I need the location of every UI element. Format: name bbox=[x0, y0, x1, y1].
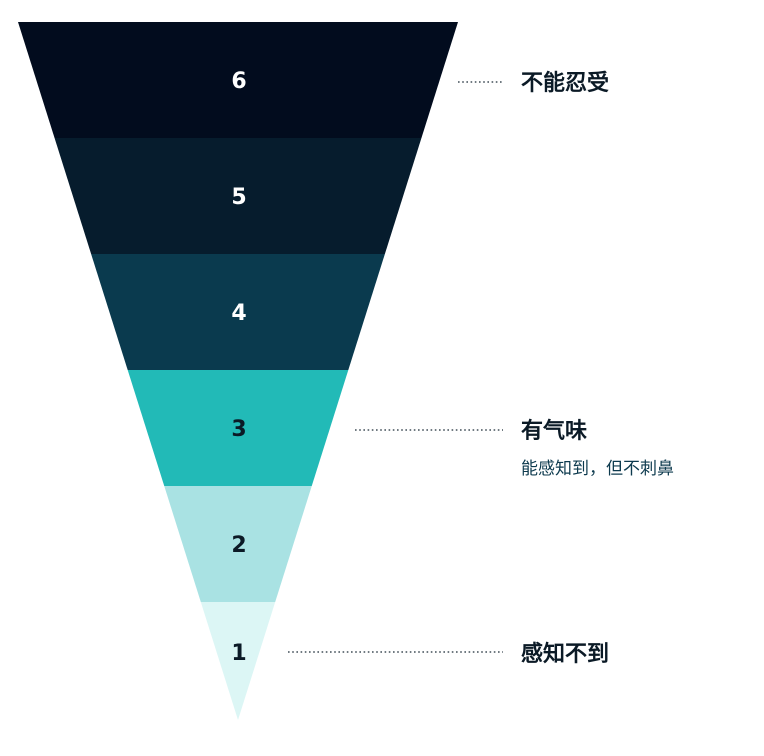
annotation-bottom-title: 感知不到 bbox=[521, 641, 609, 667]
funnel-segment-4 bbox=[91, 254, 385, 370]
funnel-segments: 6 5 4 3 2 1 bbox=[18, 22, 458, 720]
level-number-5: 5 bbox=[231, 185, 246, 210]
level-number-4: 4 bbox=[231, 301, 246, 326]
funnel-segment-1 bbox=[200, 602, 276, 720]
annotation-top-title: 不能忍受 bbox=[521, 70, 609, 96]
funnel-segment-3 bbox=[127, 370, 349, 486]
annotation-middle-subtitle: 能感知到，但不刺鼻 bbox=[521, 459, 674, 479]
annotation-middle-title: 有气味 bbox=[521, 418, 587, 444]
level-number-6: 6 bbox=[231, 69, 246, 94]
level-number-3: 3 bbox=[231, 417, 246, 442]
level-number-1: 1 bbox=[231, 641, 246, 666]
funnel-segment-2 bbox=[164, 486, 312, 602]
level-number-2: 2 bbox=[231, 533, 246, 558]
funnel-segment-6 bbox=[18, 22, 458, 138]
funnel-segment-5 bbox=[54, 138, 422, 254]
